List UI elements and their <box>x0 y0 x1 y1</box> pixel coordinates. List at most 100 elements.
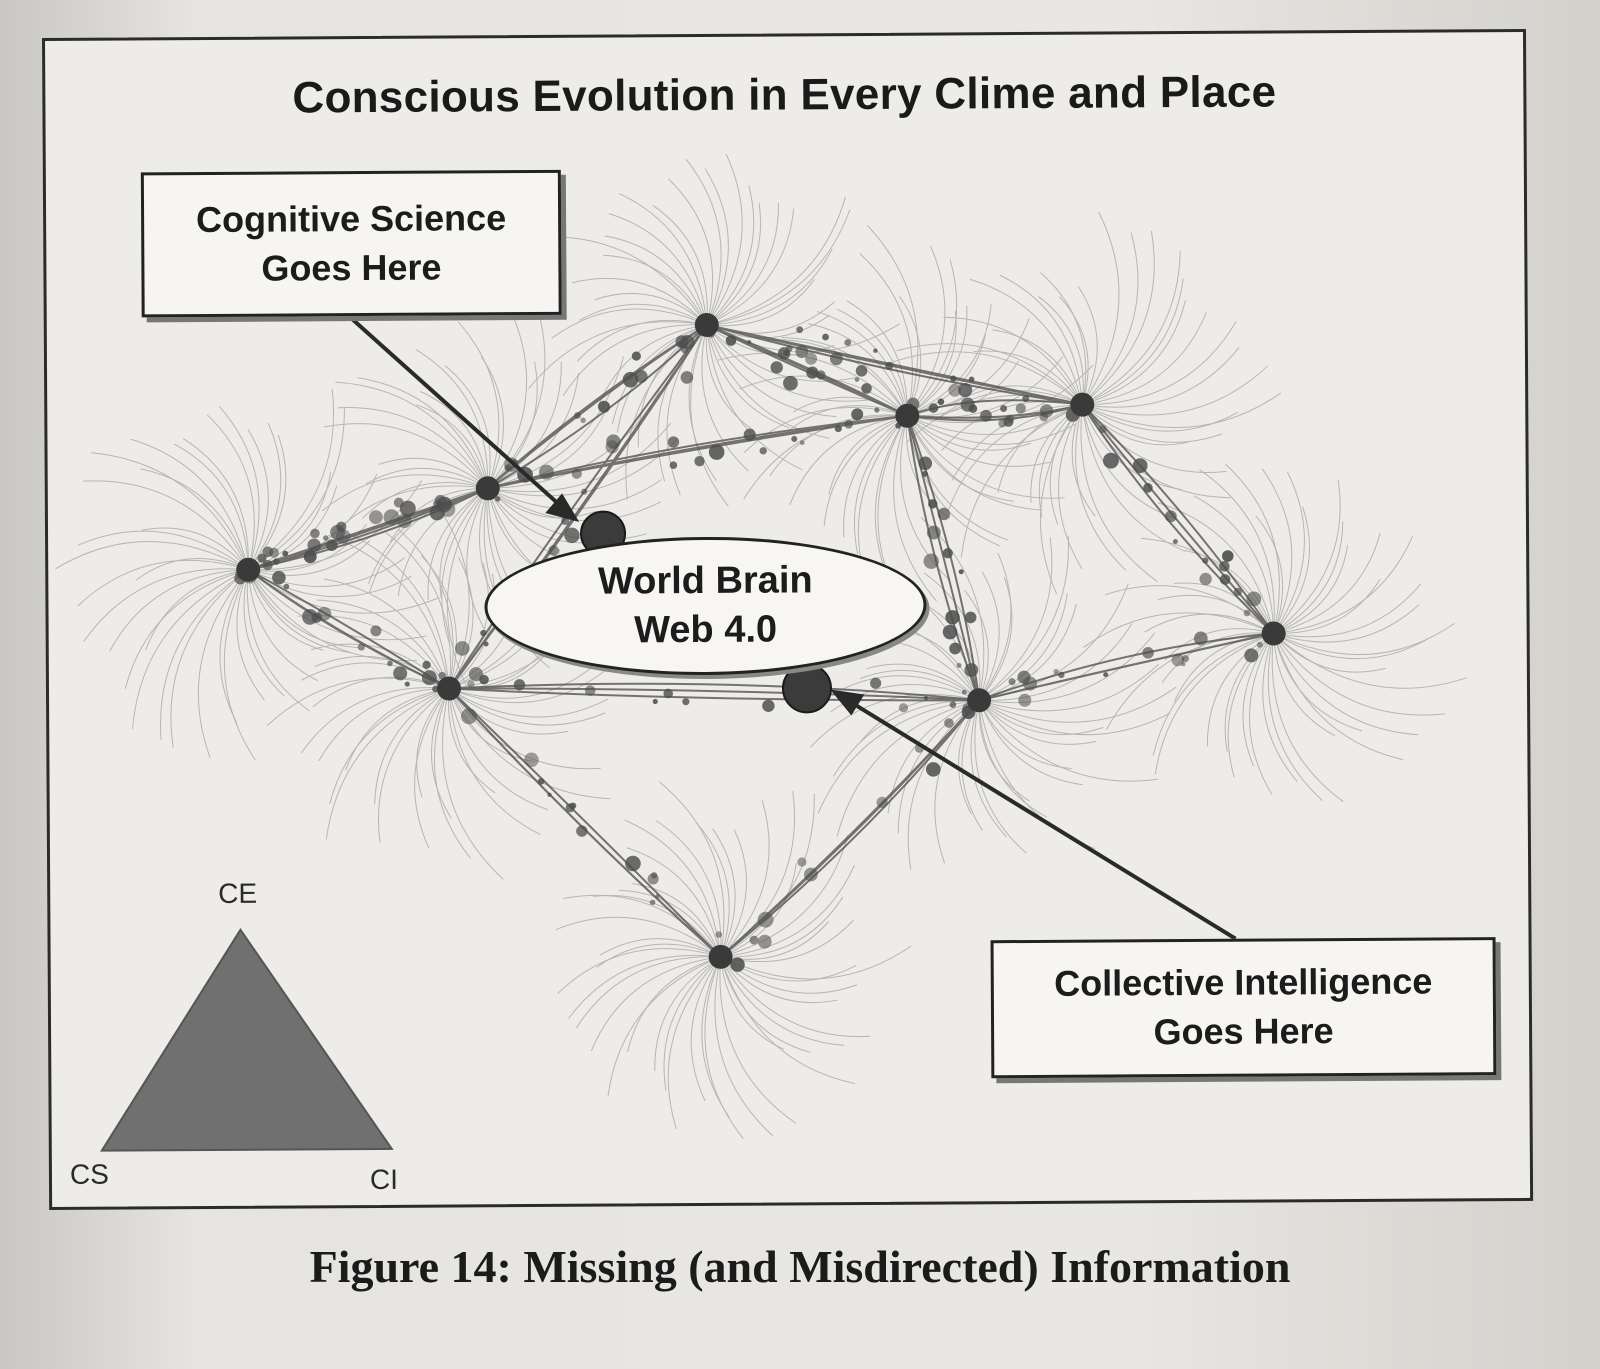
network-fiber <box>906 415 1031 451</box>
network-fiber <box>608 213 708 326</box>
network-node <box>404 681 410 687</box>
network-fiber <box>1154 633 1274 775</box>
network-fiber <box>817 699 980 814</box>
network-fiber <box>329 688 450 805</box>
network-edge <box>448 687 722 958</box>
network-hub <box>1070 392 1095 417</box>
network-node <box>1202 557 1209 564</box>
network-node <box>383 509 400 526</box>
network-fiber <box>197 569 249 759</box>
network-node <box>829 352 843 366</box>
network-fiber <box>1082 365 1269 416</box>
network-node <box>625 855 641 872</box>
network-node <box>272 570 286 585</box>
network-fiber <box>345 688 450 771</box>
network-fiber <box>1273 633 1386 673</box>
network-fiber <box>720 791 796 958</box>
network-fiber <box>720 896 844 958</box>
network-fiber <box>714 956 774 1137</box>
network-node <box>468 667 484 682</box>
network-fiber <box>1273 604 1420 643</box>
network-fiber <box>374 688 450 805</box>
network-node <box>387 660 393 667</box>
network-node <box>1221 550 1234 562</box>
network-fiber <box>480 356 504 489</box>
cs-pointer-arrow <box>345 312 565 510</box>
network-node <box>844 339 852 346</box>
network-node <box>1142 647 1154 659</box>
network-node <box>369 510 383 525</box>
network-fiber <box>77 530 249 571</box>
network-node <box>675 335 689 349</box>
network-node <box>961 689 967 695</box>
network-fiber <box>300 687 450 754</box>
network-node <box>422 660 431 669</box>
network-fiber <box>1273 479 1341 634</box>
network-fiber <box>720 945 912 980</box>
network-fiber <box>141 527 249 571</box>
network-edge <box>719 699 980 958</box>
network-node <box>467 680 475 688</box>
network-fiber <box>562 324 707 397</box>
network-node <box>273 558 280 565</box>
collective-intelligence-line2: Goes Here <box>1153 1010 1334 1053</box>
network-edge <box>248 487 489 571</box>
network-node <box>797 857 807 867</box>
network-fiber <box>1261 468 1293 634</box>
network-fiber <box>1273 532 1381 634</box>
network-fiber <box>223 569 256 761</box>
network-fiber <box>487 390 661 489</box>
network-hub <box>694 312 719 337</box>
network-fiber <box>893 415 937 602</box>
network-fiber <box>1273 545 1349 634</box>
network-fiber <box>866 224 919 416</box>
network-fiber <box>626 847 722 957</box>
network-fiber <box>688 324 717 482</box>
network-node <box>1219 574 1231 585</box>
network-node <box>310 528 320 539</box>
network-fiber <box>318 688 449 762</box>
network-fiber <box>361 482 488 519</box>
network-fiber <box>247 569 352 654</box>
network-fiber <box>132 569 249 730</box>
network-fiber <box>619 889 722 958</box>
network-fiber <box>695 821 730 958</box>
network-node <box>495 496 501 502</box>
network-fiber <box>236 569 265 701</box>
network-node <box>1181 661 1186 667</box>
network-fiber <box>1038 296 1084 405</box>
network-fiber <box>906 415 1014 502</box>
network-fiber <box>906 245 946 417</box>
network-fiber <box>978 577 1013 701</box>
network-node <box>370 625 382 637</box>
science-map-network <box>55 153 1467 1152</box>
network-node <box>436 496 452 513</box>
network-fiber <box>182 438 249 570</box>
network-hub <box>967 688 992 713</box>
network-fiber <box>907 415 1076 445</box>
network-fiber <box>348 532 450 689</box>
network-fiber <box>124 569 249 689</box>
network-fiber <box>706 196 846 326</box>
network-fiber <box>720 800 770 958</box>
network-fiber <box>1081 404 1238 432</box>
network-fiber <box>907 699 980 870</box>
world-brain-line2: Web 4.0 <box>634 608 778 652</box>
network-node <box>851 408 864 421</box>
network-node <box>796 326 804 334</box>
network-fiber <box>1040 272 1087 405</box>
network-fiber <box>145 569 249 650</box>
network-node <box>964 663 979 677</box>
network-node <box>262 546 274 558</box>
network-fiber <box>1273 622 1455 656</box>
network-fiber <box>978 699 1158 782</box>
network-fiber <box>247 422 282 571</box>
network-fiber <box>448 557 474 689</box>
network-fiber <box>978 699 1097 745</box>
network-node <box>548 545 559 556</box>
network-node <box>958 569 964 575</box>
network-fiber <box>420 555 457 689</box>
triangle-label-ce: CE <box>218 877 258 909</box>
network-node <box>460 708 477 725</box>
network-node <box>1023 676 1038 691</box>
